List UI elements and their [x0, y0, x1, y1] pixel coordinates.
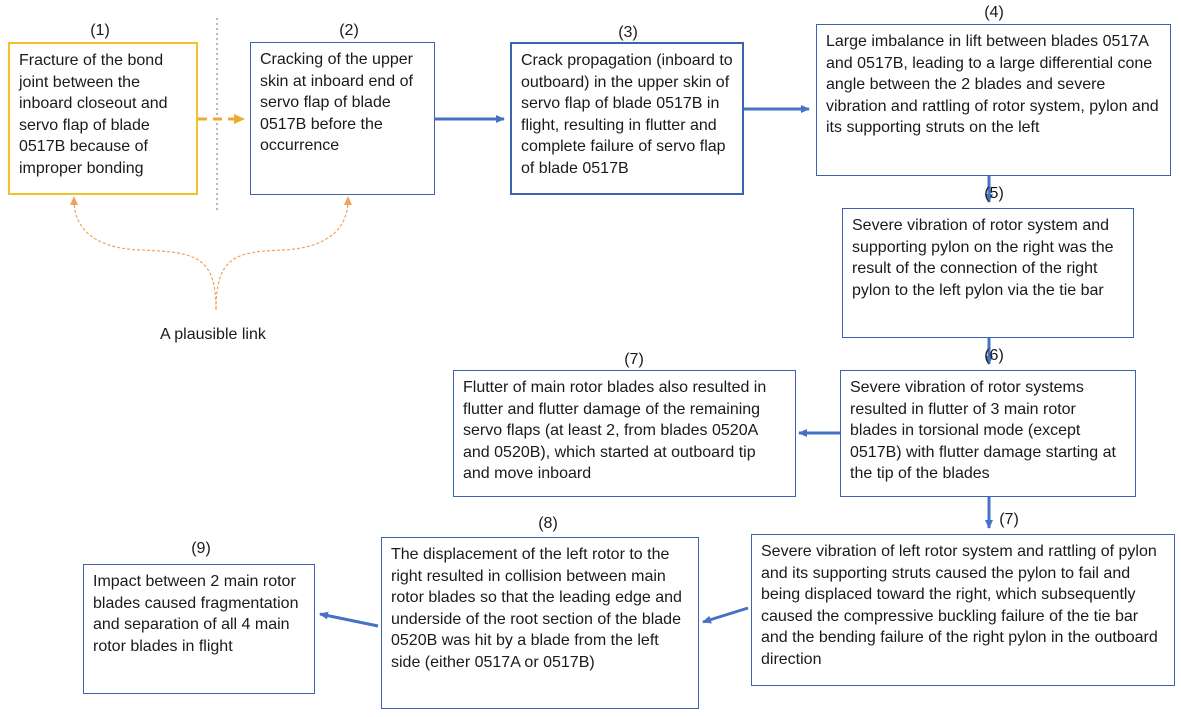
- node-9-blade-fragmentation: Impact between 2 main rotor blades cause…: [83, 564, 315, 694]
- node-7a-text: Flutter of main rotor blades also result…: [463, 379, 767, 482]
- plausible-arrowhead-left: [70, 196, 78, 205]
- node-5-right-pylon-vibration: Severe vibration of rotor system and sup…: [842, 208, 1134, 338]
- node-7b-text: Severe vibration of left rotor system an…: [761, 543, 1158, 668]
- node-6-text: Severe vibration of rotor systems result…: [850, 379, 1116, 482]
- node-3-crack-propagation: Crack propagation (inboard to outboard) …: [510, 42, 744, 195]
- node-4-text: Large imbalance in lift between blades 0…: [826, 33, 1159, 136]
- step-number-7b: (7): [999, 511, 1019, 528]
- node-7b-pylon-failure: Severe vibration of left rotor system an…: [751, 534, 1175, 686]
- node-2-upper-skin-cracking: Cracking of the upper skin at inboard en…: [250, 42, 435, 195]
- node-3-text: Crack propagation (inboard to outboard) …: [521, 52, 733, 177]
- node-8-blade-collision: The displacement of the left rotor to th…: [381, 537, 699, 709]
- node-2-text: Cracking of the upper skin at inboard en…: [260, 51, 413, 154]
- step-number-2: (2): [339, 22, 359, 39]
- step-number-5: (5): [984, 185, 1004, 202]
- step-number-9: (9): [191, 540, 211, 557]
- node-6-blade-flutter: Severe vibration of rotor systems result…: [840, 370, 1136, 497]
- arrow-8-to-9: [319, 611, 379, 628]
- node-7a-servo-flap-flutter: Flutter of main rotor blades also result…: [453, 370, 796, 497]
- node-8-text: The displacement of the left rotor to th…: [391, 546, 682, 671]
- node-9-text: Impact between 2 main rotor blades cause…: [93, 573, 299, 655]
- step-number-3: (3): [618, 24, 638, 41]
- plausible-link-brace: [73, 199, 349, 311]
- step-number-7a: (7): [624, 351, 644, 368]
- step-number-8: (8): [538, 515, 558, 532]
- node-1-text: Fracture of the bond joint between the i…: [19, 52, 168, 177]
- plausible-arrowhead-right: [344, 196, 352, 205]
- step-number-1: (1): [90, 22, 110, 39]
- arrow-7b-to-8: [702, 606, 749, 624]
- node-4-lift-imbalance: Large imbalance in lift between blades 0…: [816, 24, 1171, 176]
- step-number-4: (4): [984, 4, 1004, 21]
- node-1-bond-joint-fracture: Fracture of the bond joint between the i…: [8, 42, 198, 195]
- node-5-text: Severe vibration of rotor system and sup…: [852, 217, 1114, 299]
- plausible-link-label: A plausible link: [160, 326, 266, 343]
- step-number-6: (6): [984, 347, 1004, 364]
